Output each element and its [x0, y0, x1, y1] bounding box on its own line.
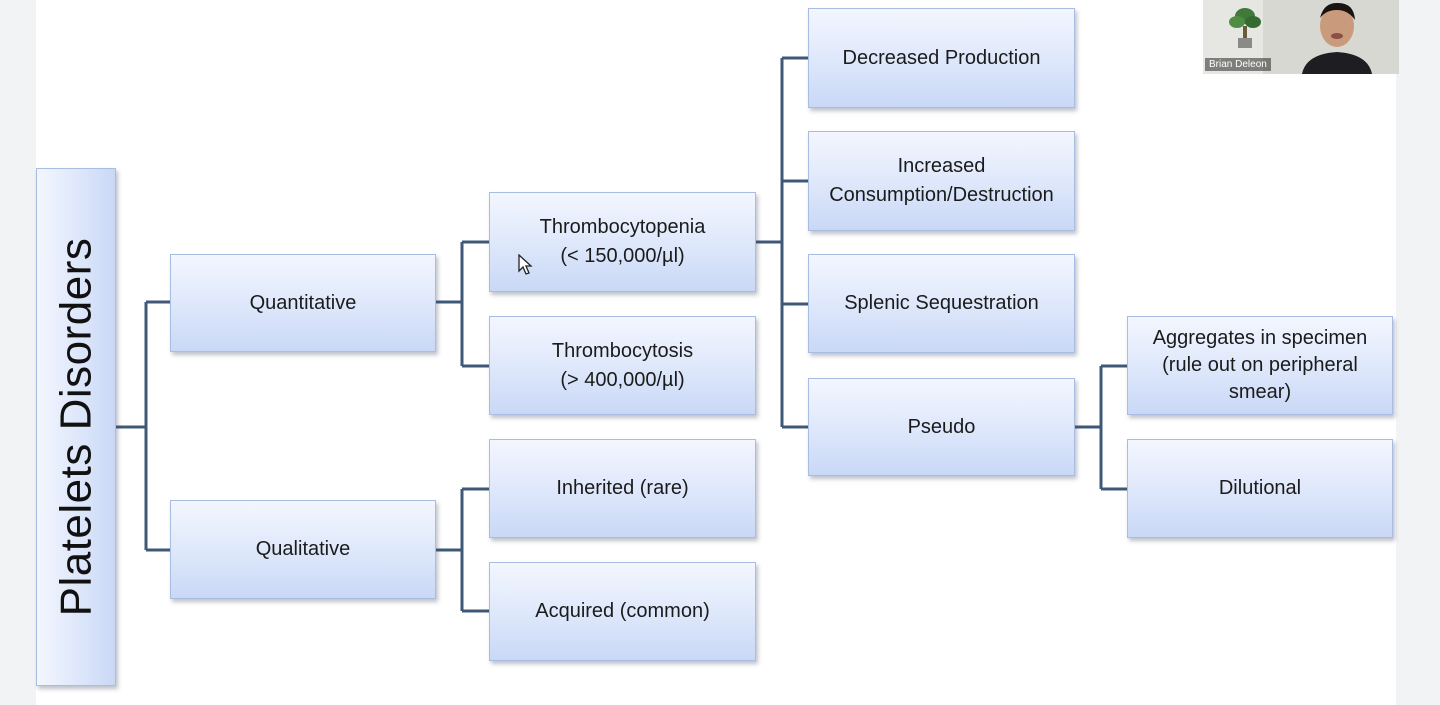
node-acquired-label: Acquired (common): [535, 600, 710, 622]
node-decreased-production: Decreased Production: [808, 8, 1075, 108]
node-decreased-production-label: Decreased Production: [842, 46, 1041, 69]
node-thrombocytosis-label: Thrombocytosis (> 400,000/µl): [551, 339, 694, 391]
participant-name-label: Brian Deleon: [1205, 58, 1271, 71]
node-inherited-label: Inherited (rare): [556, 477, 689, 499]
node-thrombocytosis: Thrombocytosis (> 400,000/µl): [489, 316, 756, 415]
node-inherited: Inherited (rare): [489, 439, 756, 538]
node-qualitative: Qualitative: [170, 500, 436, 599]
node-acquired: Acquired (common): [489, 562, 756, 661]
node-thrombocytopenia: Thrombocytopenia (< 150,000/µl): [489, 192, 756, 292]
node-thrombocytopenia-label: Thrombocytopenia (< 150,000/µl): [539, 216, 706, 267]
mouse-pointer-icon: [518, 254, 533, 275]
video-thumbnail[interactable]: Brian Deleon: [1203, 0, 1399, 74]
node-increased-consumption-label: Increased Consumption/Destruction: [829, 155, 1054, 206]
node-qualitative-label: Qualitative: [255, 538, 351, 560]
node-aggregates-label: Aggregates in specimen (rule out on peri…: [1152, 327, 1368, 403]
participant-avatar: [1302, 2, 1372, 74]
node-dilutional-label: Dilutional: [1218, 477, 1302, 499]
node-quantitative-label: Quantitative: [249, 291, 357, 314]
node-splenic-sequestration: Splenic Sequestration: [808, 254, 1075, 353]
node-quantitative: Quantitative: [170, 254, 436, 352]
node-dilutional: Dilutional: [1127, 439, 1393, 538]
node-aggregates: Aggregates in specimen (rule out on peri…: [1127, 316, 1393, 415]
node-increased-consumption: Increased Consumption/Destruction: [808, 131, 1075, 231]
plant-icon: [1229, 8, 1261, 48]
node-pseudo-label: Pseudo: [907, 415, 976, 438]
root-node-platelets-disorders: Platelets Disorders: [36, 168, 116, 686]
root-label: Platelets Disorders: [51, 237, 101, 617]
node-pseudo: Pseudo: [808, 378, 1075, 476]
node-splenic-sequestration-label: Splenic Sequestration: [844, 292, 1039, 314]
